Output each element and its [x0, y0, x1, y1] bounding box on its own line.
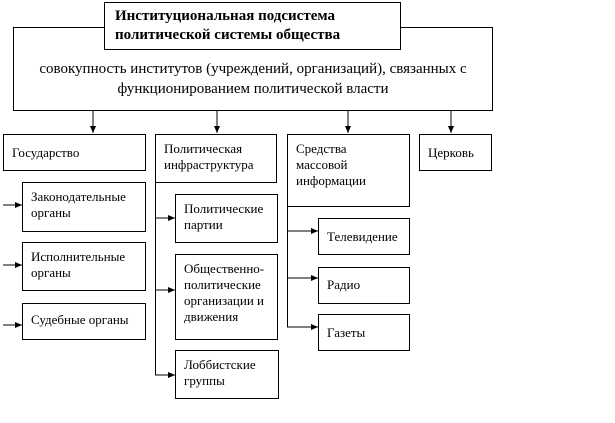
state-item-judicial: Судебные органы — [22, 303, 146, 340]
media-item-radio: Радио — [318, 267, 410, 304]
title-line-2: политической системы общества — [115, 27, 341, 43]
category-infrastructure: Политическая инфраструктура — [155, 134, 277, 183]
category-state: Государство — [3, 134, 146, 171]
definition-line-1: совокупность институтов (учреждений, орг… — [39, 61, 467, 77]
title-line-1: Институциональная подсистема — [115, 8, 335, 24]
definition-line-2: функционированием политической власти — [117, 81, 389, 97]
infra-item-parties: Политические партии — [175, 194, 278, 243]
state-item-legislative: Законодательные органы — [22, 182, 146, 232]
state-item-executive: Исполнительные органы — [22, 242, 146, 291]
category-media: Средства массовой информации — [287, 134, 410, 207]
infra-item-movements: Общественно- политические организации и … — [175, 254, 278, 340]
media-item-tv: Телевидение — [318, 218, 410, 255]
infra-item-lobby: Лоббистские группы — [175, 350, 279, 399]
diagram-title: Институциональная подсистема политическо… — [104, 2, 401, 50]
definition-text: совокупность институтов (учреждений, орг… — [14, 59, 492, 99]
category-church: Церковь — [419, 134, 492, 171]
media-item-newspapers: Газеты — [318, 314, 410, 351]
